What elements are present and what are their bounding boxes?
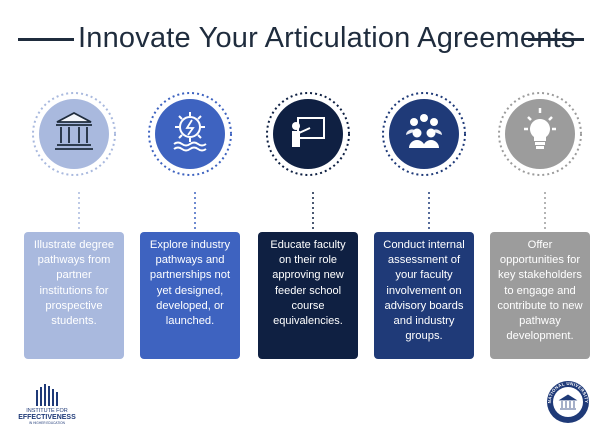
header: Innovate Your Articulation Agreements	[0, 18, 600, 58]
title-rule-left	[18, 38, 74, 41]
step-1-text-box: Illustrate degree pathways from partner …	[24, 232, 124, 359]
step-2-text-box: Explore industry pathways and partnershi…	[140, 232, 240, 359]
page-title: Innovate Your Articulation Agreements	[78, 22, 576, 54]
industry-gear-icon	[173, 112, 207, 152]
step-3-badge	[258, 84, 368, 194]
step-5-text-box: Offer opportunities for key stakeholders…	[490, 232, 590, 359]
teacher-board-icon	[292, 117, 325, 147]
step-column-2: Explore industry pathways and partnershi…	[140, 84, 250, 360]
step-column-1: Illustrate degree pathways from partner …	[24, 84, 134, 360]
bank-icon	[55, 111, 93, 150]
institute-logo: INSTITUTE FOR EFFECTIVENESS IN HIGHER ED…	[16, 381, 116, 425]
step-1-badge	[24, 84, 134, 194]
step-3-text-box: Educate faculty on their role approving …	[258, 232, 358, 359]
title-rule-right	[528, 38, 584, 41]
step-5-badge	[490, 84, 600, 194]
logo-line-1: INSTITUTE FOR	[26, 408, 68, 414]
group-people-icon	[406, 114, 442, 148]
building-bars-icon: INSTITUTE FOR EFFECTIVENESS IN HIGHER ED…	[18, 384, 76, 425]
seal-icon: NATIONAL UNIVERSITY	[547, 381, 589, 423]
step-column-3: Educate faculty on their role approving …	[258, 84, 368, 360]
lightbulb-icon	[524, 108, 556, 149]
step-4-badge	[374, 84, 484, 194]
step-4-text-box: Conduct internal assessment of your facu…	[374, 232, 474, 359]
university-seal: NATIONAL UNIVERSITY	[546, 380, 590, 424]
logo-line-2: EFFECTIVENESS	[18, 414, 76, 421]
step-column-5: Offer opportunities for key stakeholders…	[490, 84, 600, 360]
step-column-4: Conduct internal assessment of your facu…	[374, 84, 484, 360]
step-2-badge	[140, 84, 250, 194]
logo-line-3: IN HIGHER EDUCATION	[29, 421, 66, 425]
